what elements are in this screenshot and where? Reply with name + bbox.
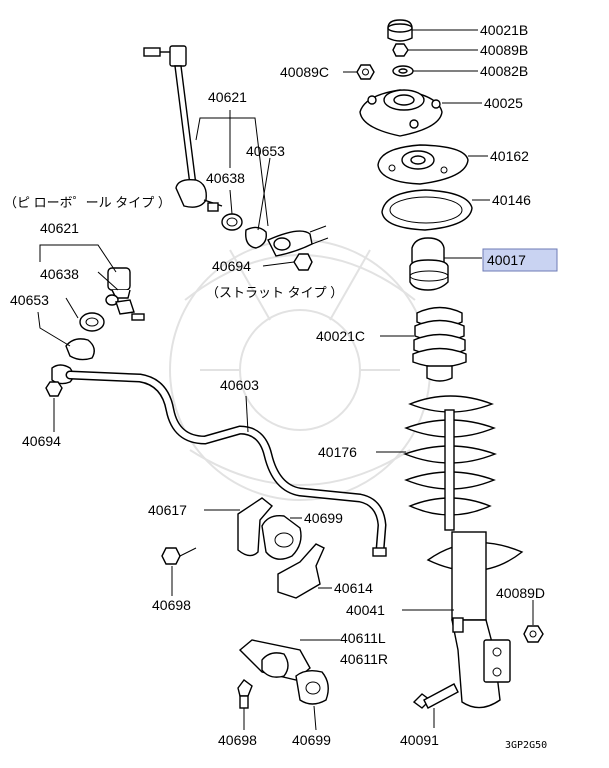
stabilizer-bracket-set: [161, 497, 329, 709]
label-40041: 40041: [346, 602, 385, 618]
label-40017: 40017: [487, 252, 526, 268]
leader-lines: [37, 29, 534, 731]
label-40082B: 40082B: [480, 63, 528, 79]
label-40699-bot: 40699: [292, 732, 331, 748]
label-40603: 40603: [220, 377, 259, 393]
label-40638-left: 40638: [40, 266, 79, 282]
label-40653-left: 40653: [10, 292, 49, 308]
label-40653-top: 40653: [246, 143, 285, 159]
label-strut-type: （ストラット タイプ ）: [206, 285, 343, 300]
label-40694-left: 40694: [22, 433, 61, 449]
highlight-box-40017: [482, 248, 558, 272]
label-40089D: 40089D: [496, 585, 545, 601]
label-40698-bot: 40698: [218, 732, 257, 748]
label-40146: 40146: [492, 192, 531, 208]
watermark-emblem: [169, 239, 431, 501]
label-40614: 40614: [334, 580, 373, 596]
stabilizer-link-pillow-ball: [65, 267, 145, 361]
label-40698-mid: 40698: [152, 597, 191, 613]
strut-mount-stack: [356, 19, 544, 709]
label-40617: 40617: [148, 502, 187, 518]
label-40021C: 40021C: [316, 328, 365, 344]
label-40089C: 40089C: [280, 64, 329, 80]
label-40089B: 40089B: [480, 42, 528, 58]
label-40611R: 40611R: [340, 651, 388, 667]
label-40638-top: 40638: [206, 170, 245, 186]
stabilizer-bar: [45, 364, 387, 557]
label-40162: 40162: [490, 148, 529, 164]
stabilizer-link-upper: [143, 45, 329, 271]
label-40694-top: 40694: [212, 258, 251, 274]
label-40611L: 40611L: [340, 630, 386, 646]
label-40091: 40091: [400, 732, 439, 748]
part-labels: 40021B 40089B 40089C 40082B 40025 40621 …: [4, 22, 547, 751]
diagram-code: 3GP2G50: [505, 740, 547, 751]
label-pillow-ball-type: （ピ ローボ゜ール タイプ ）: [4, 195, 171, 210]
label-40021B: 40021B: [480, 22, 528, 38]
label-40621-left: 40621: [40, 220, 79, 236]
label-40176: 40176: [318, 444, 357, 460]
label-40621-top: 40621: [208, 89, 247, 105]
label-40699-mid: 40699: [304, 510, 343, 526]
label-40025: 40025: [484, 95, 523, 111]
